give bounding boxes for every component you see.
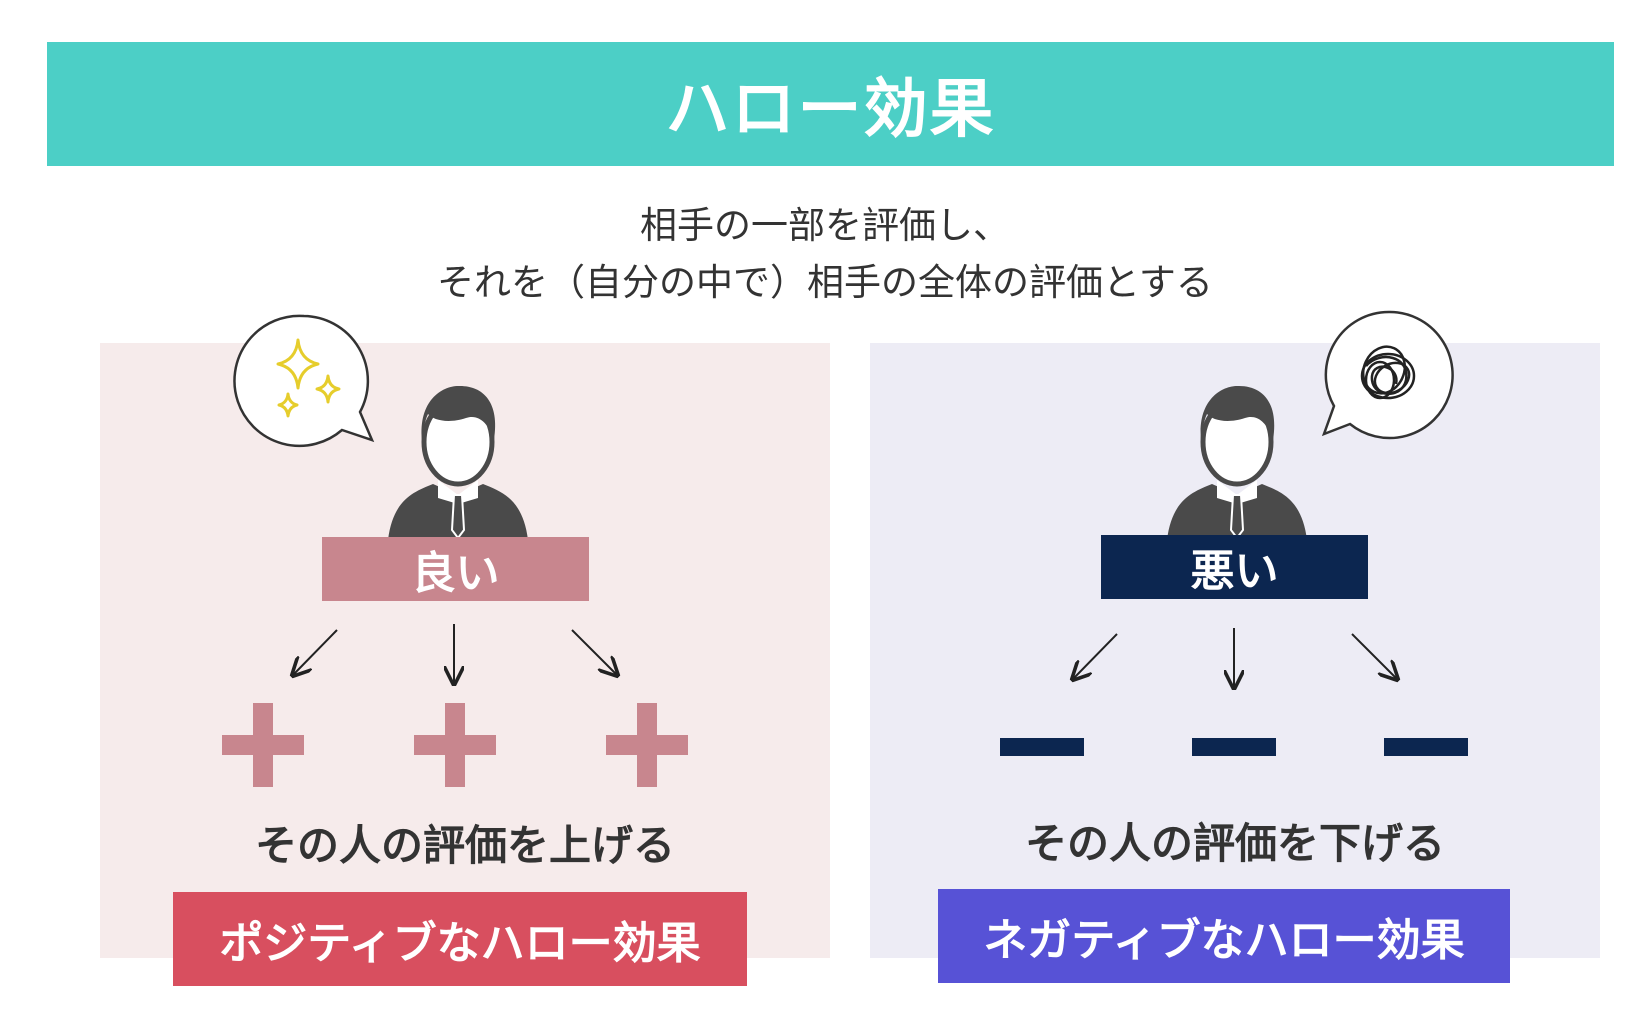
negative-result-text: その人の評価を下げる	[1024, 819, 1445, 868]
arrow-right	[1351, 633, 1396, 678]
negative-halo-effect-label: ネガティブなハロー効果	[938, 889, 1510, 983]
minus-icon	[1192, 738, 1276, 756]
speech-bubble-negative	[1321, 310, 1454, 440]
title-banner: ハロー効果	[47, 42, 1614, 166]
description-line-2: それを（自分の中で）相手の全体の評価とする	[437, 261, 1213, 304]
arrow-left	[1074, 633, 1118, 678]
positive-trait-label: 良い	[322, 537, 589, 601]
plus-signs	[222, 703, 688, 787]
arrows-negative	[1060, 628, 1420, 690]
arrows-positive	[280, 624, 640, 690]
positive-result-text: その人の評価を上げる	[254, 821, 675, 870]
positive-effect-text: ポジティブなハロー効果	[219, 918, 701, 969]
negative-effect-text: ネガティブなハロー効果	[983, 915, 1465, 966]
positive-halo-effect-label: ポジティブなハロー効果	[173, 892, 747, 986]
person-icon	[388, 385, 528, 540]
scribble-icon	[1360, 345, 1416, 400]
speech-bubble-positive	[233, 314, 375, 448]
arrow-left	[294, 629, 338, 674]
person-icon	[1167, 385, 1307, 540]
minus-signs	[1000, 738, 1468, 756]
negative-trait-label: 悪い	[1101, 535, 1368, 599]
negative-trait-text: 悪い	[1190, 546, 1279, 597]
sparkle-icon	[276, 338, 341, 418]
minus-icon	[1384, 738, 1468, 756]
minus-icon	[1000, 738, 1084, 756]
page-title: ハロー効果	[665, 73, 996, 147]
positive-trait-text: 良い	[411, 548, 500, 599]
arrow-right	[571, 629, 616, 674]
description-line-1: 相手の一部を評価し、	[640, 204, 1010, 247]
